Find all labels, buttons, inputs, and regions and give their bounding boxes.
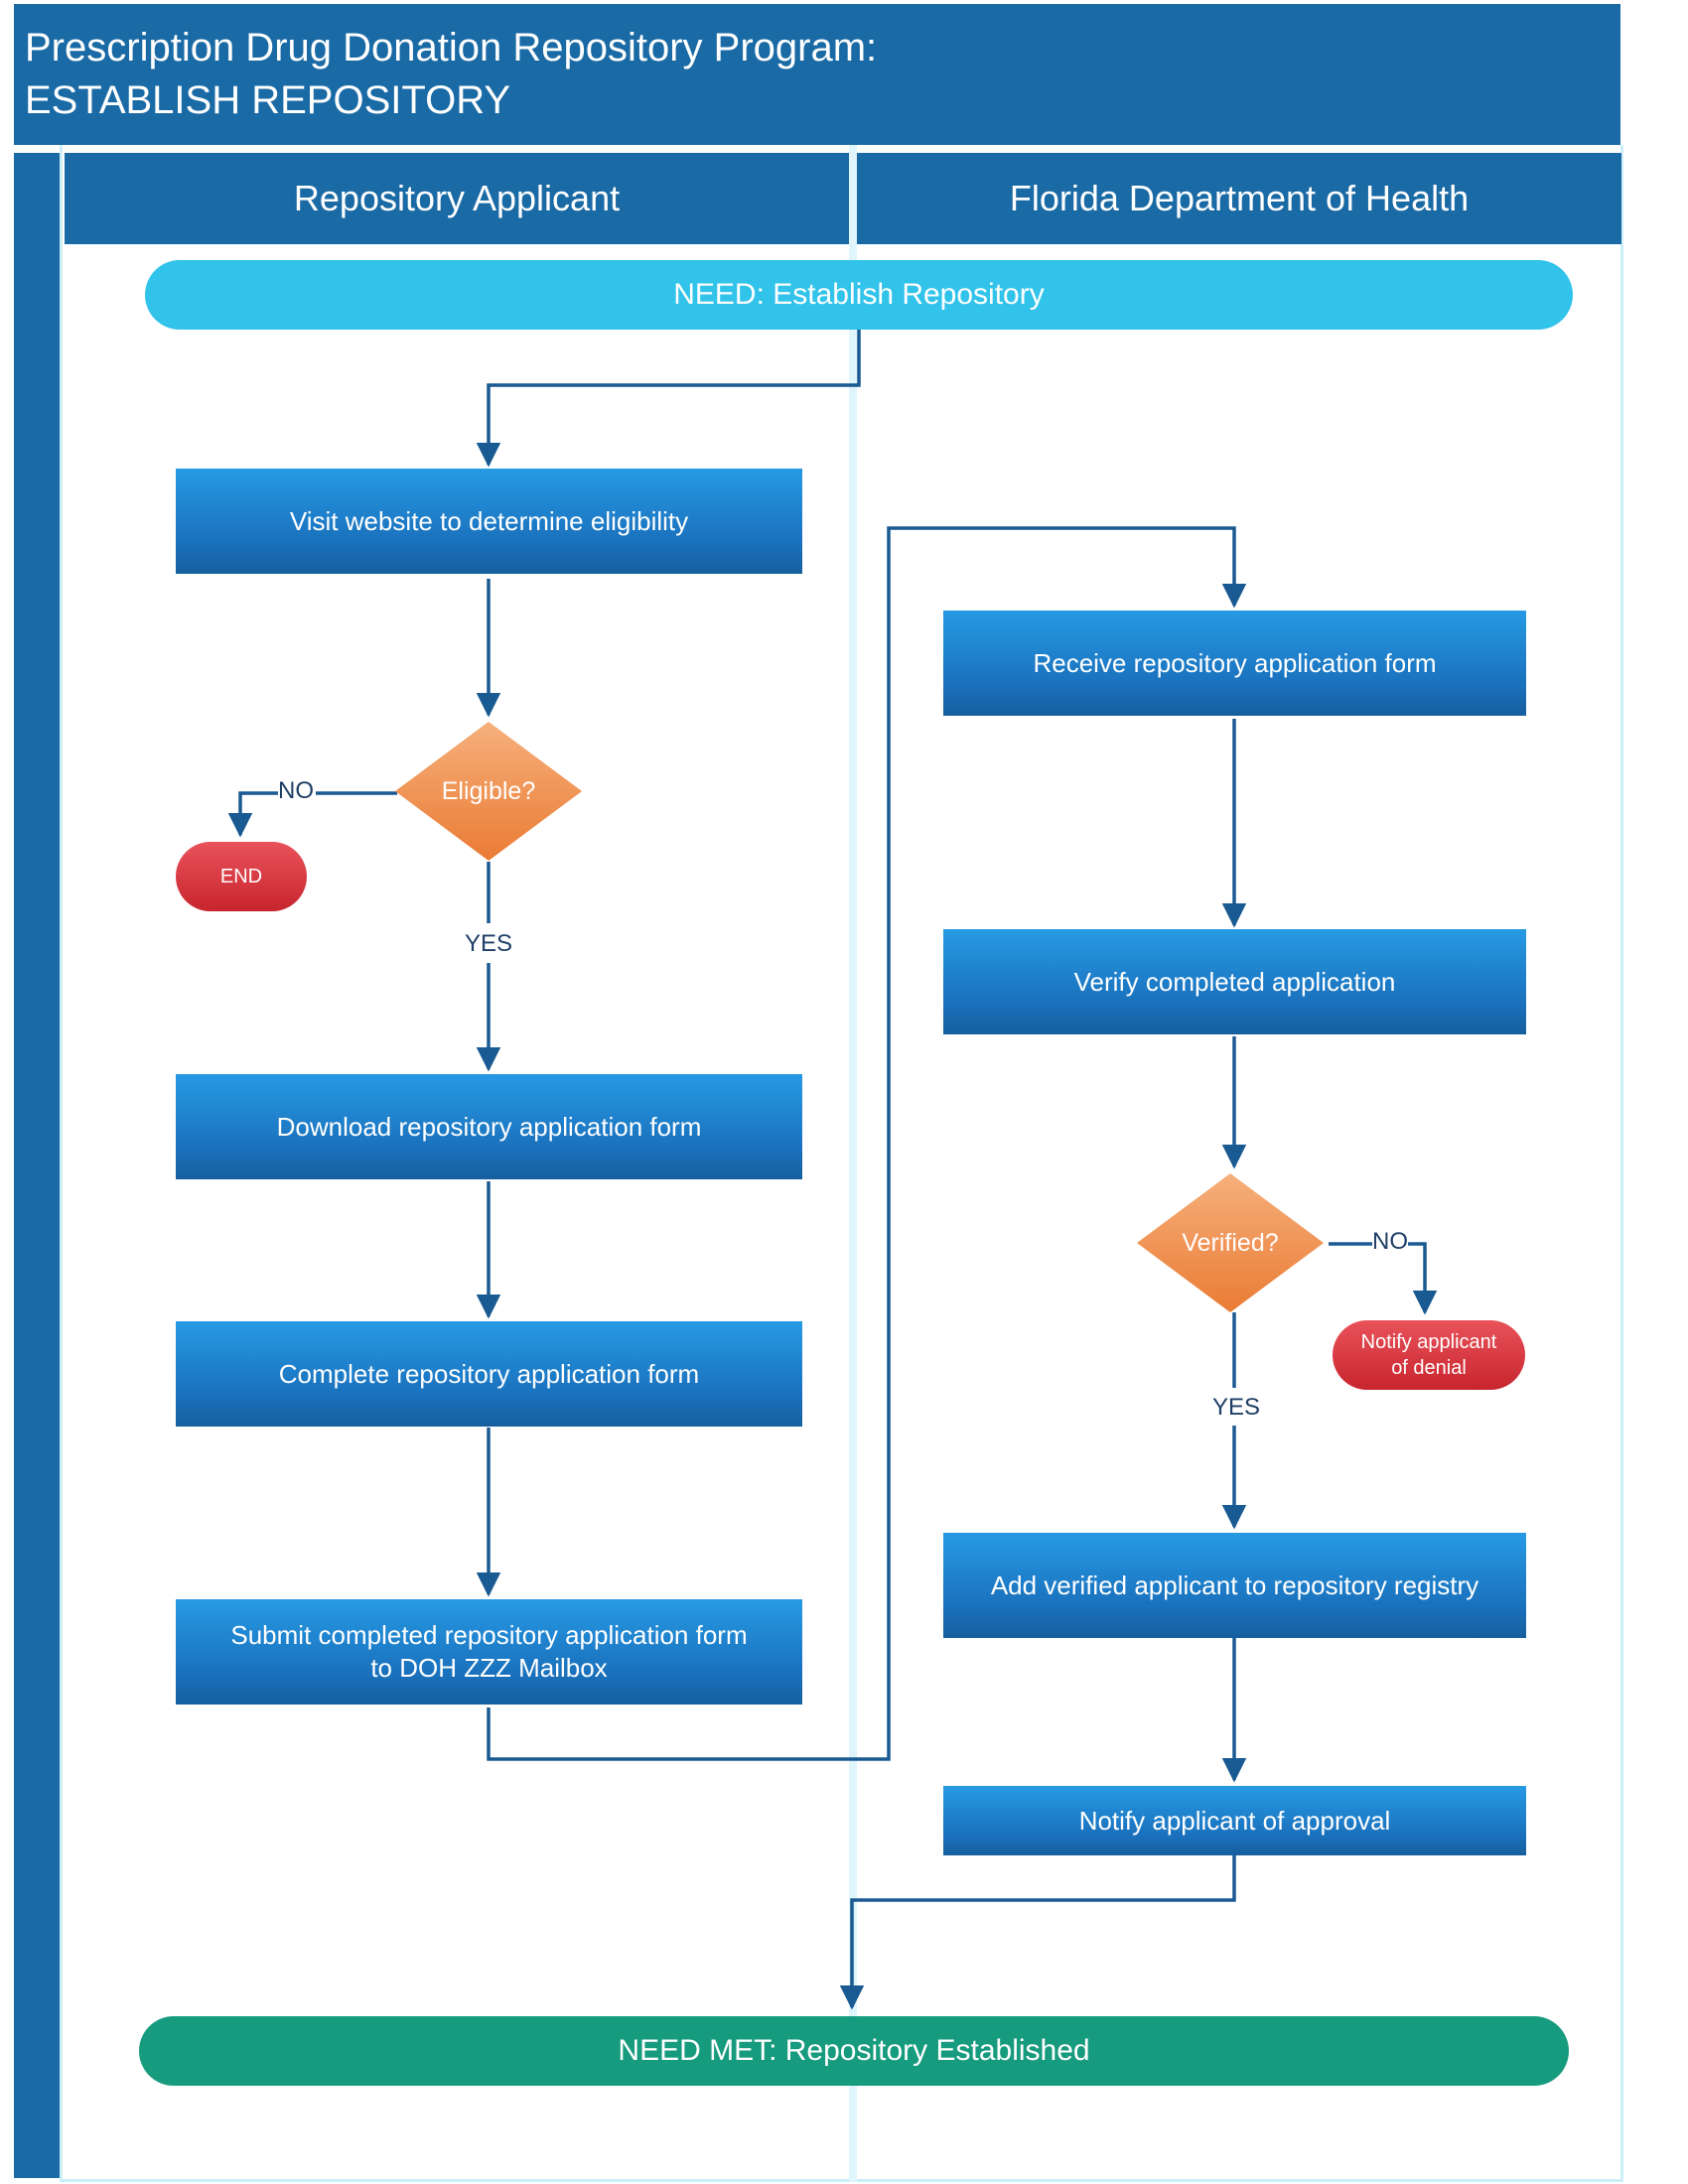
- step-verify-application: Verify completed application: [943, 929, 1526, 1034]
- step-add-to-registry: Add verified applicant to repository reg…: [943, 1533, 1526, 1638]
- connector-start-to-visit: [476, 330, 861, 468]
- end-terminal: END: [176, 842, 307, 911]
- step-complete-form: Complete repository application form: [176, 1321, 802, 1427]
- connector-eligible-no-2: [227, 791, 278, 838]
- title-banner: [14, 4, 1620, 145]
- lane-header-applicant: Repository Applicant: [65, 153, 849, 244]
- verified-diamond: [1137, 1173, 1324, 1312]
- verified-question: Verified?: [1182, 1228, 1279, 1257]
- verified-no-label: NO: [1372, 1228, 1408, 1255]
- step-download-form: Download repository application form: [176, 1074, 802, 1179]
- step-notify-approval: Notify applicant of approval: [943, 1786, 1526, 1855]
- lane-header-doh: Florida Department of Health: [857, 153, 1621, 244]
- verified-yes-label: YES: [1212, 1394, 1261, 1421]
- step-receive-form: Receive repository application form: [943, 611, 1526, 716]
- swimlane-border: [60, 145, 1623, 2182]
- page-title: Prescription Drug Donation Repository Pr…: [25, 26, 878, 122]
- start-terminal: NEED: Establish Repository: [145, 260, 1573, 330]
- connector-submit-to-receive: [487, 526, 1247, 1761]
- step-visit-website: Visit website to determine eligibility: [176, 469, 802, 574]
- swimlane-divider: [849, 145, 857, 2182]
- left-rail: [14, 153, 60, 2178]
- eligible-question: Eligible?: [441, 776, 536, 805]
- step-submit-form: Submit completed repository application …: [176, 1599, 802, 1705]
- eligible-no-label: NO: [278, 777, 314, 804]
- eligible-yes-label: YES: [465, 930, 513, 957]
- need-met-terminal: NEED MET: Repository Established: [139, 2016, 1569, 2086]
- connector-notify-to-met: [839, 1854, 1236, 2010]
- connector-verified-no-2: [1408, 1242, 1438, 1315]
- eligible-diamond: [395, 722, 582, 861]
- denial-terminal: Notify applicant of denial: [1333, 1320, 1525, 1390]
